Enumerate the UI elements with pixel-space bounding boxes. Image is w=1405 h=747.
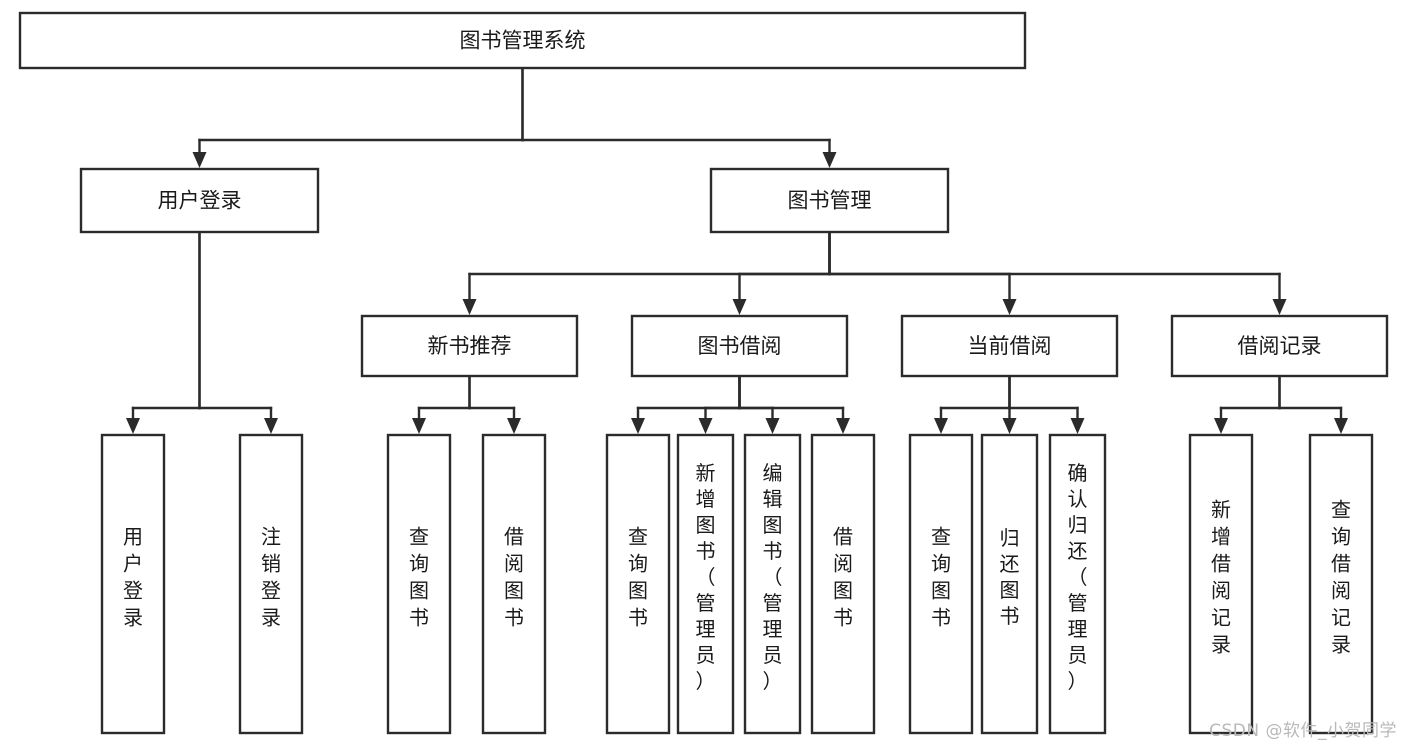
node-label-leaf-query-book-3: 查询图书 bbox=[931, 525, 951, 630]
node-label-leaf-borrow-book-2: 借阅图书 bbox=[833, 525, 853, 630]
node-leaf-query-book-2[interactable]: 查询图书 bbox=[605, 433, 671, 735]
connector-edge-new-book-rec-leaf-borrow-book-1 bbox=[468, 374, 521, 434]
connector-edge-root-book-manage bbox=[521, 66, 837, 168]
node-box-leaf-user-login[interactable] bbox=[100, 433, 166, 735]
node-box-leaf-user-logout[interactable] bbox=[238, 433, 304, 735]
connector-edge-new-book-rec-leaf-query-book-1 bbox=[412, 374, 471, 434]
connector-edge-book-borrow-leaf-borrow-book-2 bbox=[738, 374, 850, 434]
node-label-leaf-query-record: 查询借阅记录 bbox=[1331, 498, 1351, 657]
node-box-leaf-edit-book[interactable] bbox=[743, 433, 802, 735]
node-leaf-return-book[interactable]: 归还图书 bbox=[980, 433, 1039, 735]
node-box-leaf-borrow-book-1[interactable] bbox=[481, 433, 547, 735]
node-label-leaf-add-record: 新增借阅记录 bbox=[1211, 498, 1231, 657]
node-label-book-borrow: 图书借阅 bbox=[698, 334, 782, 358]
node-label-leaf-borrow-book-1: 借阅图书 bbox=[504, 525, 524, 630]
node-box-current-borrow[interactable] bbox=[900, 314, 1119, 378]
node-box-leaf-query-book-1[interactable] bbox=[386, 433, 452, 735]
node-box-leaf-query-record[interactable] bbox=[1308, 433, 1374, 735]
node-box-book-borrow[interactable] bbox=[630, 314, 849, 378]
node-leaf-add-record[interactable]: 新增借阅记录 bbox=[1188, 433, 1254, 735]
node-label-current-borrow: 当前借阅 bbox=[968, 334, 1052, 358]
node-box-leaf-add-book[interactable] bbox=[676, 433, 735, 735]
node-leaf-borrow-book-2[interactable]: 借阅图书 bbox=[810, 433, 876, 735]
connector-edge-book-borrow-leaf-edit-book bbox=[738, 374, 780, 434]
node-layer: 图书管理系统用户登录图书管理新书推荐图书借阅当前借阅借阅记录用户登录注销登录查询… bbox=[18, 11, 1389, 735]
node-box-leaf-add-record[interactable] bbox=[1188, 433, 1254, 735]
node-label-leaf-query-book-1: 查询图书 bbox=[409, 525, 429, 630]
node-label-leaf-add-book: 新增图书（管理员） bbox=[696, 461, 716, 693]
connector-edge-root-user-login bbox=[192, 66, 524, 168]
node-label-leaf-confirm-return: 确认归还（管理员） bbox=[1068, 461, 1088, 693]
connector-edge-book-borrow-leaf-query-book-2 bbox=[631, 374, 741, 434]
node-label-user-login: 用户登录 bbox=[158, 189, 242, 213]
connector-edge-borrow-record-leaf-add-record bbox=[1214, 374, 1281, 434]
node-root[interactable]: 图书管理系统 bbox=[18, 11, 1027, 70]
node-leaf-borrow-book-1[interactable]: 借阅图书 bbox=[481, 433, 547, 735]
node-leaf-user-login[interactable]: 用户登录 bbox=[100, 433, 166, 735]
node-label-new-book-rec: 新书推荐 bbox=[428, 334, 512, 358]
node-label-leaf-return-book: 归还图书 bbox=[1000, 526, 1020, 628]
node-borrow-record[interactable]: 借阅记录 bbox=[1170, 314, 1389, 378]
connector-edge-user-login-leaf-user-login bbox=[126, 230, 201, 434]
node-label-leaf-edit-book: 编辑图书（管理员） bbox=[763, 461, 783, 693]
node-label-root: 图书管理系统 bbox=[460, 29, 586, 53]
connector-edge-current-borrow-leaf-query-book-3 bbox=[934, 374, 1011, 434]
node-box-borrow-record[interactable] bbox=[1170, 314, 1389, 378]
connector-layer bbox=[126, 66, 1348, 434]
node-book-borrow[interactable]: 图书借阅 bbox=[630, 314, 849, 378]
node-box-leaf-query-book-3[interactable] bbox=[908, 433, 974, 735]
node-box-leaf-confirm-return[interactable] bbox=[1048, 433, 1107, 735]
node-leaf-query-record[interactable]: 查询借阅记录 bbox=[1308, 433, 1374, 735]
node-current-borrow[interactable]: 当前借阅 bbox=[900, 314, 1119, 378]
connector-edge-book-borrow-leaf-add-book bbox=[698, 374, 741, 434]
node-box-user-login[interactable] bbox=[79, 167, 320, 234]
node-box-leaf-query-book-2[interactable] bbox=[605, 433, 671, 735]
node-box-leaf-borrow-book-2[interactable] bbox=[810, 433, 876, 735]
node-leaf-add-book[interactable]: 新增图书（管理员） bbox=[676, 433, 735, 735]
node-box-new-book-rec[interactable] bbox=[360, 314, 579, 378]
node-label-borrow-record: 借阅记录 bbox=[1238, 334, 1322, 358]
node-book-manage[interactable]: 图书管理 bbox=[709, 167, 950, 234]
node-box-leaf-return-book[interactable] bbox=[980, 433, 1039, 735]
connector-edge-book-manage-borrow-record bbox=[828, 230, 1287, 315]
node-user-login[interactable]: 用户登录 bbox=[79, 167, 320, 234]
node-leaf-confirm-return[interactable]: 确认归还（管理员） bbox=[1048, 433, 1107, 735]
connector-edge-current-borrow-leaf-confirm-return bbox=[1008, 374, 1085, 434]
node-box-root[interactable] bbox=[18, 11, 1027, 70]
connector-edge-user-login-leaf-user-logout bbox=[198, 230, 278, 434]
connector-edge-borrow-record-leaf-query-record bbox=[1278, 374, 1348, 434]
node-label-leaf-user-login: 用户登录 bbox=[123, 525, 143, 630]
connector-edge-book-manage-book-borrow bbox=[732, 230, 831, 315]
node-label-book-manage: 图书管理 bbox=[788, 189, 872, 213]
node-label-leaf-user-logout: 注销登录 bbox=[261, 525, 281, 630]
node-leaf-user-logout[interactable]: 注销登录 bbox=[238, 433, 304, 735]
node-leaf-query-book-1[interactable]: 查询图书 bbox=[386, 433, 452, 735]
node-new-book-rec[interactable]: 新书推荐 bbox=[360, 314, 579, 378]
node-leaf-edit-book[interactable]: 编辑图书（管理员） bbox=[743, 433, 802, 735]
node-box-book-manage[interactable] bbox=[709, 167, 950, 234]
node-leaf-query-book-3[interactable]: 查询图书 bbox=[908, 433, 974, 735]
node-label-leaf-query-book-2: 查询图书 bbox=[628, 525, 648, 630]
